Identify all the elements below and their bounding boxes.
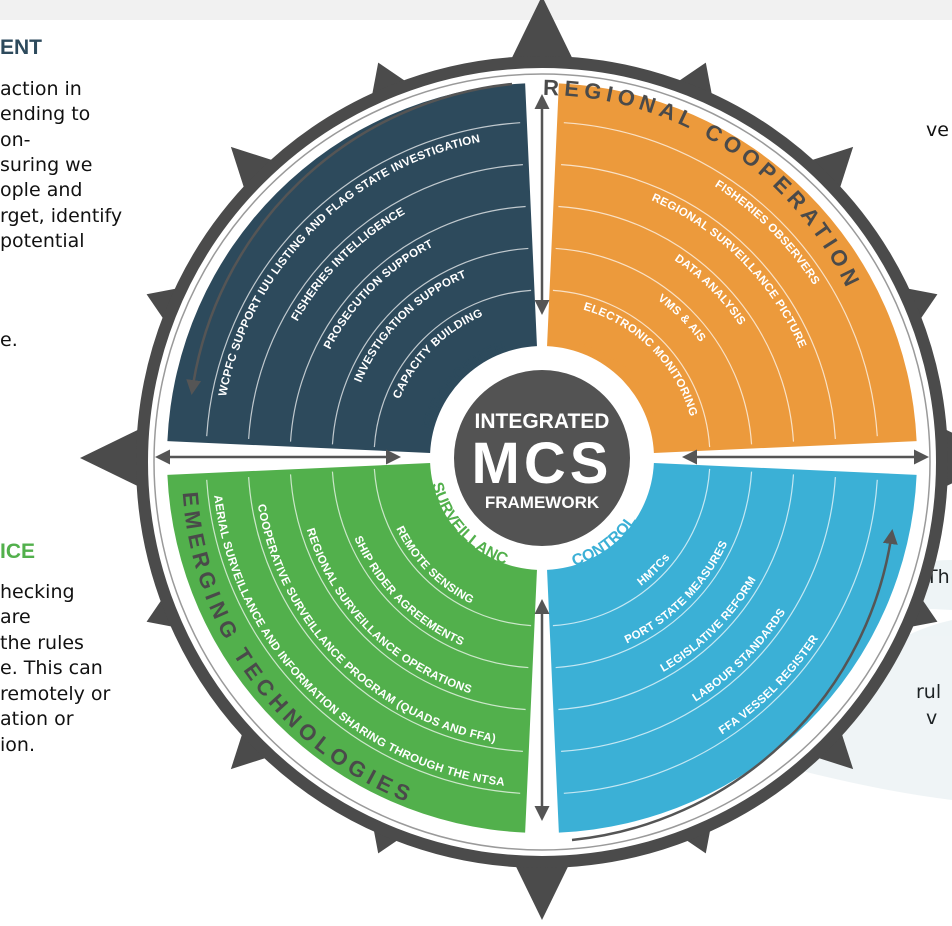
text-line: are [0, 606, 31, 628]
quadrant-enforcement [167, 83, 537, 453]
text-line: rget, identify [0, 205, 123, 227]
text-line: e. This can [0, 657, 103, 679]
text-line: ending to [0, 103, 91, 125]
quadrant-band-line [561, 477, 836, 752]
inner-ring-line [153, 73, 931, 851]
quadrant-band-line [373, 289, 532, 448]
text-line: the rules [0, 632, 84, 654]
quadrant-control [547, 463, 917, 833]
text-line: hecking [0, 581, 75, 603]
quadrant-band-line [289, 474, 526, 711]
quadrant-band-line [558, 205, 795, 442]
quadrant-monitoring [547, 83, 917, 453]
hub-line-1: INTEGRATED [475, 410, 610, 433]
quadrant-band-line [248, 164, 523, 439]
compass-spike [503, 0, 581, 75]
text-line: action in [0, 78, 82, 100]
quadrant-band-line [563, 479, 878, 794]
quadrant-band-line [206, 479, 521, 794]
right-text-fragment: v [926, 706, 937, 731]
right-text-fragment: rul [916, 680, 941, 705]
text-line: ation or [0, 708, 74, 730]
quadrant-band-line [561, 164, 836, 439]
text-line: suring we [0, 154, 93, 176]
quadrant-surveillance [167, 463, 537, 833]
text-line: e. [0, 329, 18, 351]
arrow-arc-top [186, 82, 513, 395]
surveillance-heading: ICE [0, 540, 36, 563]
quadrant-band-line [563, 122, 878, 437]
hub-line-3: FRAMEWORK [485, 493, 600, 512]
quadrant-band-line [555, 471, 753, 669]
hub-line-2: MCS [472, 431, 613, 496]
quadrant-band-line [206, 122, 521, 437]
quadrant-band-line [331, 471, 529, 669]
quadrant-band-line [331, 247, 529, 445]
text-line: ion. [0, 734, 35, 756]
enforcement-heading: ENT [0, 36, 42, 59]
quadrant-band-line [555, 247, 753, 445]
flow-arrows [155, 82, 929, 842]
quadrant-band-line [552, 289, 711, 448]
text-line: on- [0, 129, 31, 151]
quadrant-band-line [552, 468, 711, 627]
quadrant-band-line [558, 474, 795, 711]
text-line: ople and [0, 179, 83, 201]
quadrant-band-line [373, 468, 532, 627]
text-line: remotely or [0, 683, 111, 705]
quadrant-band-line [289, 205, 526, 442]
quadrant-band-line [248, 477, 523, 752]
text-line: potential [0, 230, 85, 252]
arrow-arc-bottom [571, 529, 898, 842]
hub-circle [450, 366, 634, 550]
right-text-fragment: ve [926, 119, 949, 141]
window-top-strip [0, 0, 952, 20]
